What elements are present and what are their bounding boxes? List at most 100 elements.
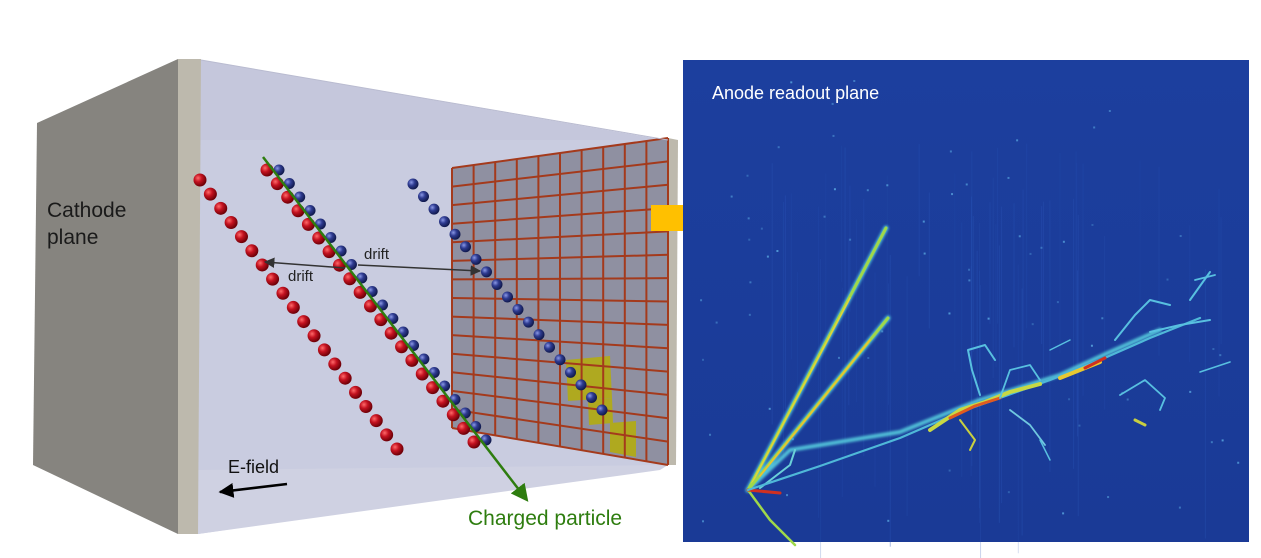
electron-dot [255, 258, 269, 272]
noise-streak [989, 202, 991, 324]
noise-speckle [1031, 323, 1034, 326]
noise-speckle [1212, 348, 1215, 351]
noise-streak [888, 283, 890, 405]
noise-streak [1104, 235, 1106, 410]
grid-line-horizontal [451, 408, 669, 443]
electron-dot [338, 371, 352, 385]
noise-speckle [948, 312, 951, 315]
noise-streak [797, 272, 799, 409]
electron-dot [544, 341, 555, 353]
noise-speckle [702, 520, 705, 523]
noise-streak [841, 287, 843, 497]
noise-streak [961, 222, 963, 477]
electron-dot [460, 241, 471, 253]
noise-speckle [1029, 252, 1032, 255]
noise-streak [856, 219, 858, 403]
noise-streak [1204, 269, 1206, 539]
electron-dot [426, 381, 440, 395]
noise-streak [771, 163, 773, 425]
noise-streak [1026, 143, 1028, 329]
grid-line-horizontal [451, 183, 669, 207]
electron-dot [276, 286, 290, 300]
electron-dot [565, 366, 576, 378]
electron-dot [349, 385, 363, 399]
noise-streak [849, 185, 851, 312]
electron-dot [428, 203, 440, 215]
electron-dot [436, 394, 450, 408]
noise-streak [1042, 201, 1044, 379]
grid-line-horizontal [451, 334, 669, 350]
noise-speckle [730, 195, 733, 198]
noise-streak [820, 258, 822, 558]
noise-speckle [987, 317, 990, 320]
noise-streak [992, 177, 994, 379]
electron-dot [317, 343, 331, 357]
noise-streak [971, 151, 973, 466]
noise-speckle [1189, 390, 1192, 393]
noise-speckle [791, 438, 794, 441]
noise-speckle [1093, 126, 1096, 129]
electron-dot [586, 391, 597, 403]
efield-arrow [218, 482, 288, 498]
noise-speckle [1078, 424, 1081, 427]
noise-speckle [747, 217, 750, 220]
grid-line-horizontal [451, 160, 669, 188]
noise-streak [1076, 270, 1078, 437]
electron-dot [301, 217, 315, 231]
electron-dot [384, 326, 398, 340]
noise-streak [1001, 206, 1003, 504]
electron-dot [418, 191, 429, 203]
electron-dot [533, 329, 545, 341]
noise-speckle [1237, 461, 1240, 464]
electron-dot [286, 300, 300, 314]
grid-line-horizontal [451, 371, 669, 396]
electron-dot [359, 400, 373, 414]
electron-dot [395, 340, 409, 354]
grid-line-horizontal [451, 389, 669, 420]
noise-speckle [790, 81, 793, 84]
electron-dot [203, 187, 217, 201]
charged-particle-track [262, 156, 529, 502]
readout-tracks [745, 225, 1231, 547]
noise-speckle [1062, 512, 1065, 515]
noise-speckle [1090, 344, 1093, 347]
noise-streak [1049, 200, 1051, 473]
electron-dot [405, 353, 419, 367]
electron-dot [224, 215, 238, 229]
electron-dot [234, 230, 248, 244]
noise-speckle [768, 407, 771, 410]
noise-streak [1041, 206, 1043, 345]
noise-speckle [849, 238, 852, 241]
charged-particle-label: Charged particle [468, 507, 623, 530]
highlight-pixels [566, 356, 636, 457]
noise-speckle [965, 183, 968, 186]
grid-line-horizontal [451, 315, 669, 326]
noise-streak [972, 215, 974, 352]
electron-dot [439, 216, 450, 228]
noise-speckle [1219, 354, 1222, 357]
electron-dot [449, 228, 461, 240]
noise-streak [1075, 151, 1077, 372]
noise-streak [1189, 225, 1191, 363]
grid-line-horizontal [451, 253, 669, 262]
noise-speckle [833, 188, 836, 191]
electron-dot [281, 190, 295, 204]
grid-line-horizontal [451, 297, 669, 303]
noise-speckle [823, 215, 826, 218]
electron-dot [328, 357, 342, 371]
noise-speckle [968, 268, 971, 271]
noise-streak [1017, 264, 1019, 554]
noise-speckle [1166, 278, 1169, 281]
noise-streak [848, 238, 850, 406]
noise-speckle [748, 313, 751, 316]
grid-line-horizontal [451, 207, 669, 225]
anode-grid-lines [451, 137, 669, 466]
noise-streak [784, 195, 786, 409]
electron-dot [523, 316, 534, 328]
noise-speckle [886, 184, 889, 187]
noise-streak [980, 285, 982, 558]
noise-speckle [700, 299, 703, 302]
electron-dot [369, 414, 383, 428]
cathode-edge [178, 59, 201, 534]
noise-streak [1158, 166, 1160, 356]
